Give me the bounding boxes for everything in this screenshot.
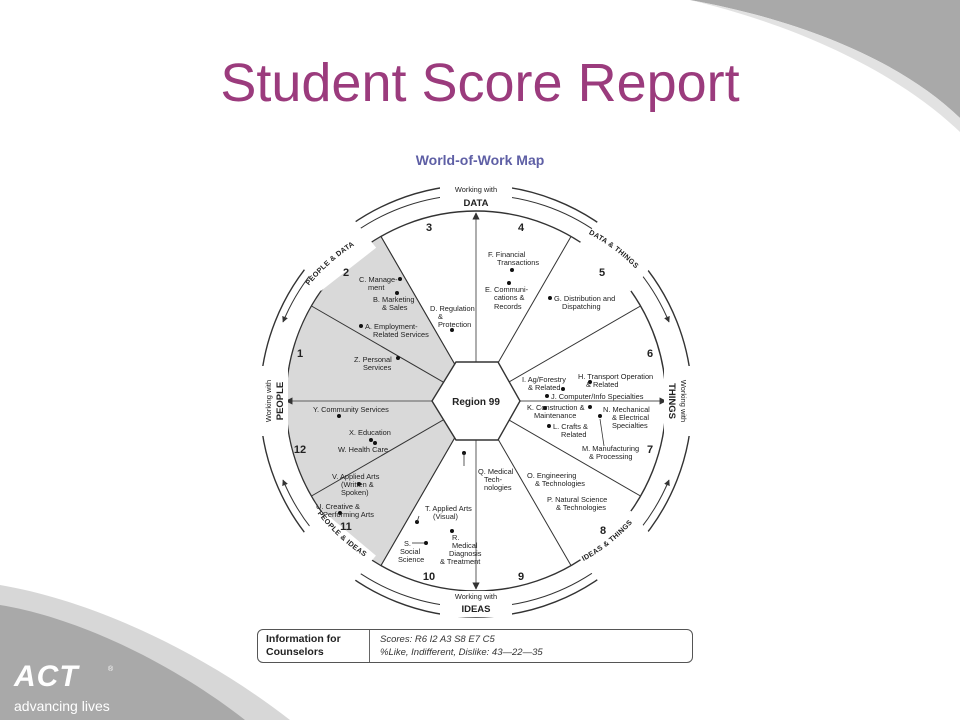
counselor-info-box: Information for Counselors Scores: R6 I2… (257, 629, 693, 663)
career-y: Y. Community Services (313, 405, 389, 414)
region-number-1: 1 (297, 348, 303, 360)
act-logo-tagline: advancing lives (14, 698, 110, 714)
axis-bottom-small: Working with (455, 592, 497, 601)
page-title: Student Score Report (220, 53, 740, 113)
career-b: B. Marketing& Sales (373, 295, 415, 312)
region-number-11: 11 (340, 521, 352, 533)
counselor-info-label-line1: Information for (266, 633, 341, 645)
career-j: J. Computer/Info Specialties (551, 392, 644, 401)
axis-right-big: THINGS (666, 383, 677, 419)
axis-left-big: PEOPLE (275, 382, 286, 421)
region-number-7: 7 (647, 444, 653, 456)
career-v: V. Applied Arts(Written &Spoken) (332, 472, 380, 497)
career-a: A. Employment-Related Services (365, 322, 429, 339)
career-u: U. Creative &Performing Arts (316, 502, 374, 519)
top-right-band (690, 0, 960, 118)
act-logo-registered: ® (108, 666, 114, 673)
region-number-9: 9 (518, 571, 524, 583)
center-hexagon (431, 361, 521, 441)
scores-text: Scores: R6 I2 A3 S8 E7 C5 (380, 634, 495, 645)
career-t: T. Applied Arts(Visual) (425, 504, 472, 521)
counselor-info-label: Information for Counselors (258, 630, 370, 662)
axis-right-small: Working with (679, 380, 688, 422)
region-number-10: 10 (423, 571, 435, 583)
region-number-6: 6 (647, 348, 653, 360)
counselor-info-label-line2: Counselors (266, 646, 324, 658)
career-m: M. Manufacturing& Processing (582, 444, 639, 461)
career-e: E. Communi-cations &Records (485, 285, 529, 311)
region-number-4: 4 (518, 222, 525, 234)
axis-arrows (285, 212, 667, 590)
center-label: Region 99 (452, 397, 500, 408)
act-logo: ACT ® advancing lives (8, 660, 128, 718)
act-logo-word: ACT (14, 660, 79, 693)
axis-top-small: Working with (455, 185, 497, 194)
career-h: H. Transport Operation& Related (578, 372, 653, 389)
leader-lines (412, 418, 605, 544)
map-title: World-of-Work Map (415, 152, 545, 168)
region-numbers: 3 4 5 6 7 8 9 10 11 12 1 2 (294, 222, 653, 583)
career-dots (337, 268, 602, 545)
career-l: L. Crafts &Related (553, 422, 588, 439)
region-number-8: 8 (600, 525, 606, 537)
career-k: K. Construction &Maintenance (527, 403, 585, 420)
likes-text: %Like, Indifferent, Dislike: 43—22—35 (380, 647, 543, 658)
axis-top-big: DATA (464, 198, 489, 209)
region-number-5: 5 (599, 267, 605, 279)
career-c: C. Manage-ment (359, 275, 398, 292)
career-d: D. Regulation&Protection (430, 304, 475, 329)
career-w: W. Health Care (338, 445, 388, 454)
career-p: P. Natural Science& Technologies (547, 495, 607, 512)
career-o: O. Engineering& Technologies (527, 471, 585, 488)
region-number-12: 12 (294, 444, 306, 456)
region-number-3: 3 (426, 222, 432, 234)
bottom-left-band (0, 605, 245, 720)
region-number-2: 2 (343, 267, 349, 279)
axis-bottom-big: IDEAS (461, 604, 490, 615)
career-x: X. Education (349, 428, 391, 437)
axis-left-small: Working with (264, 380, 273, 422)
counselor-info-values: Scores: R6 I2 A3 S8 E7 C5 %Like, Indiffe… (370, 630, 553, 662)
career-i: I. Ag/Forestry& Related (522, 375, 566, 392)
